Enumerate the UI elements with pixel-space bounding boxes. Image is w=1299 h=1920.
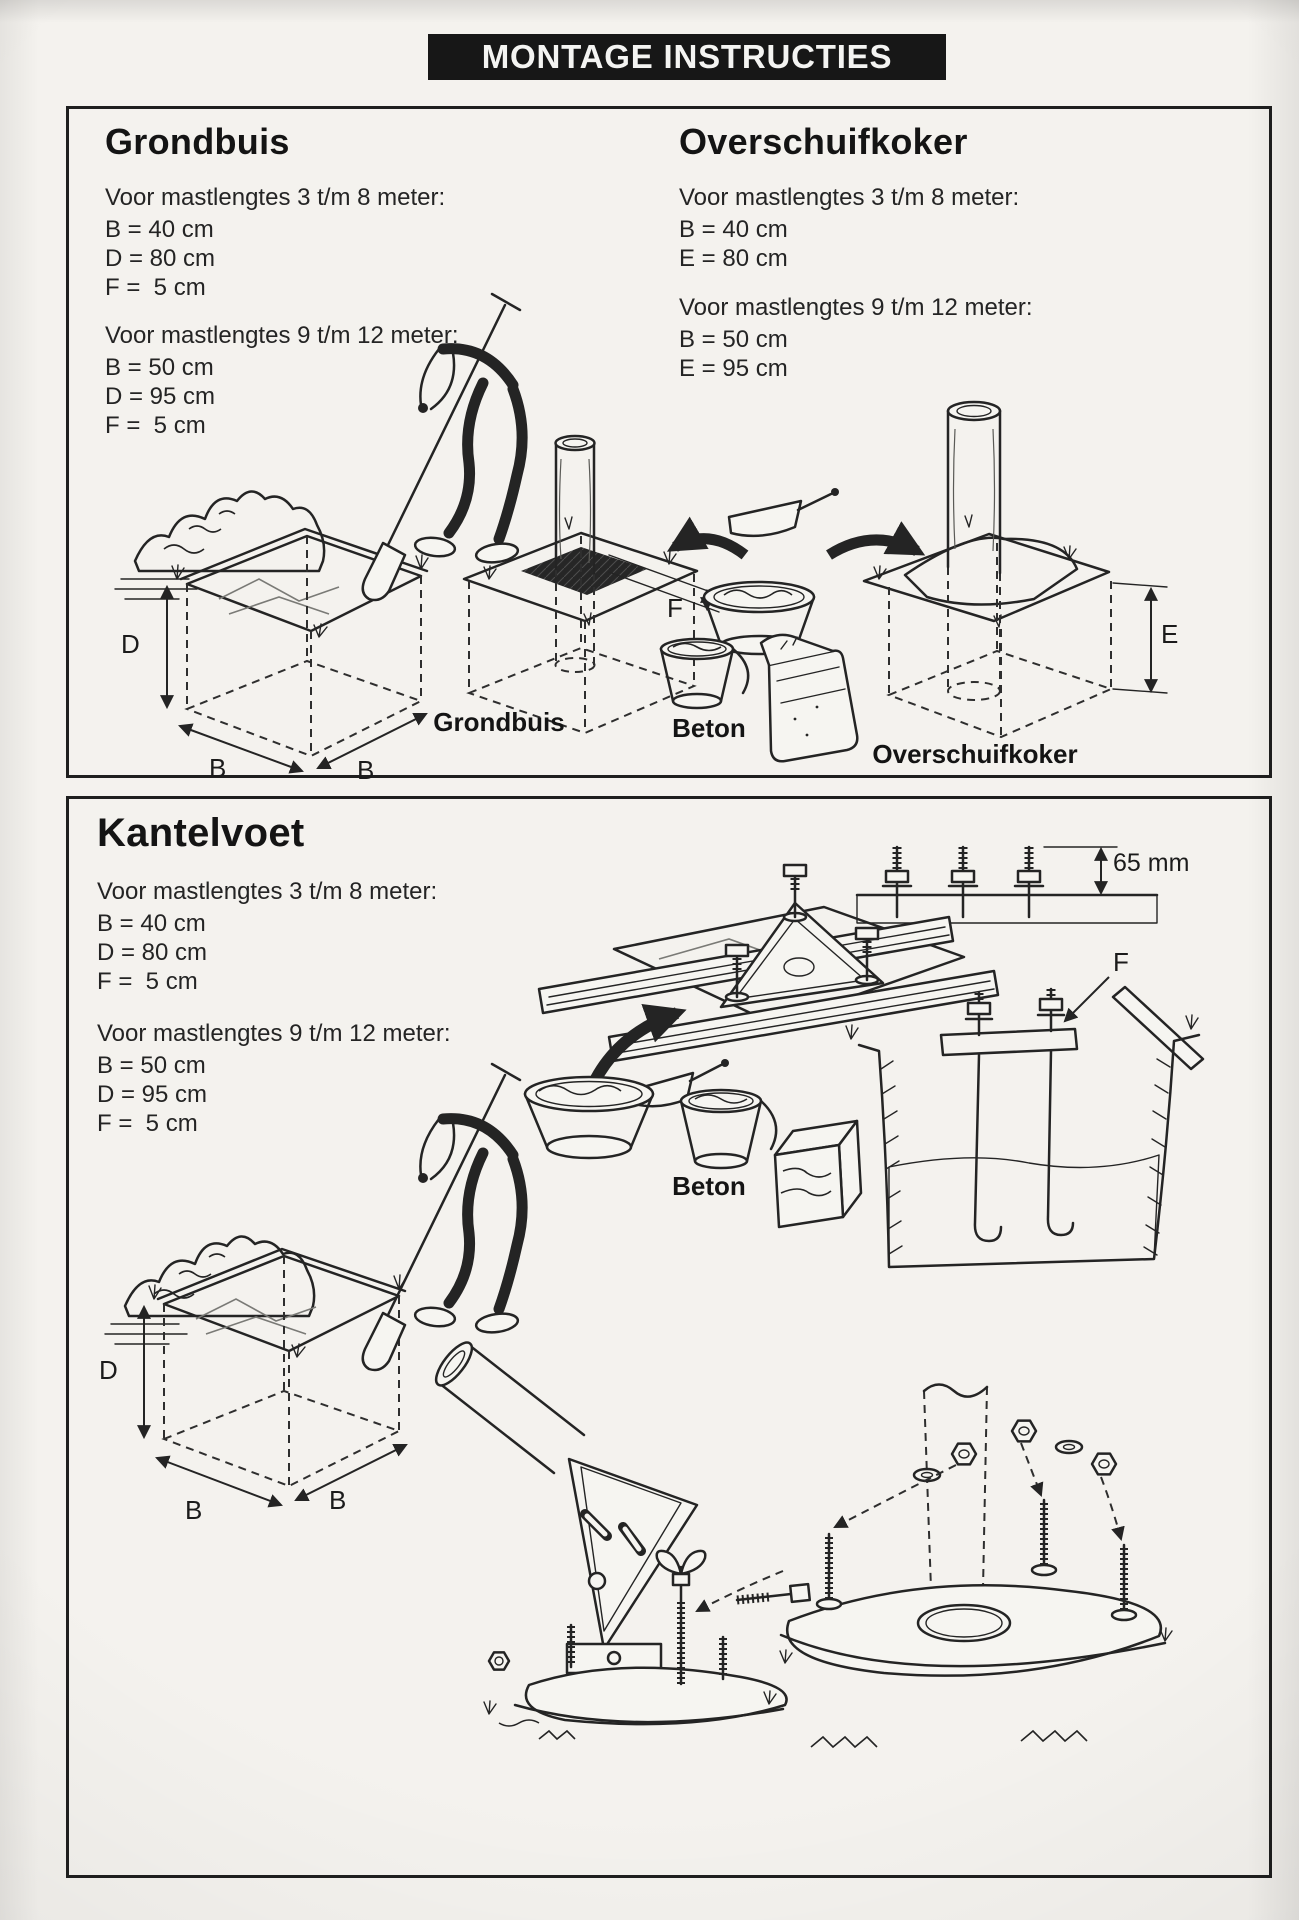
page-title: MONTAGE INSTRUCTIES	[481, 38, 893, 75]
template-bolts	[724, 863, 880, 1003]
spec-line: B = 40 cm	[97, 910, 206, 937]
dim-label-b-left: B	[209, 753, 227, 783]
dim-label-65mm: 65 mm	[1113, 849, 1190, 877]
dim-label-b-right: B	[357, 755, 375, 785]
spec-line: B = 40 cm	[679, 216, 788, 243]
anchor-bolts	[881, 845, 1045, 919]
kantelvoet-illustration	[104, 845, 1205, 1749]
concrete-block-drawing	[773, 1119, 863, 1229]
spec-line: F = 5 cm	[105, 412, 206, 439]
grass-tufts	[483, 516, 677, 626]
overschuifkoker-heading: Overschuifkoker	[679, 121, 968, 162]
spec-title: Voor mastlengtes 3 t/m 8 meter:	[97, 878, 438, 905]
spec-line: F = 5 cm	[97, 1110, 198, 1137]
grondbuis-spec-small: Voor mastlengtes 3 t/m 8 meter: B = 40 c…	[105, 183, 445, 302]
dim-label-f: F	[1113, 947, 1129, 977]
dim-label-e: E	[1161, 619, 1179, 649]
grondbuis-caption: Grondbuis	[433, 707, 565, 737]
threaded-studs	[815, 1498, 1138, 1622]
beton-caption: Beton	[672, 713, 746, 743]
grondbuis-spec-large: Voor mastlengtes 9 t/m 12 meter: B = 50 …	[105, 321, 459, 440]
trowel-drawing	[727, 488, 839, 538]
grass-tufts	[845, 1014, 1199, 1040]
grondbuis-overschuifkoker-illustration	[114, 292, 1168, 774]
spec-line: B = 50 cm	[97, 1052, 206, 1079]
kantelvoet-spec-small: Voor mastlengtes 3 t/m 8 meter: B = 40 c…	[97, 877, 437, 996]
overschuifkoker-caption: Overschuifkoker	[872, 739, 1078, 769]
beton-caption: Beton	[672, 1171, 746, 1201]
spec-title: Voor mastlengtes 9 t/m 12 meter:	[97, 1020, 451, 1047]
grondbuis-overschuifkoker-section: Grondbuis Voor mastlengtes 3 t/m 8 meter…	[66, 106, 1272, 785]
concrete-tools-drawing	[523, 1075, 863, 1229]
dim-label-d: D	[99, 1355, 118, 1385]
curved-arrow-left	[666, 516, 749, 560]
kantelvoet-heading: Kantelvoet	[97, 811, 305, 855]
spec-title: Voor mastlengtes 3 t/m 8 meter:	[679, 184, 1020, 211]
bucket-drawing	[659, 637, 750, 710]
title-bar: MONTAGE INSTRUCTIES	[428, 34, 946, 80]
spec-line: D = 95 cm	[105, 383, 216, 410]
j-bolts	[964, 987, 1075, 1243]
grass-tufts	[779, 1627, 1173, 1664]
digging-person-drawing	[361, 292, 528, 602]
spec-line: F = 5 cm	[105, 274, 206, 301]
grondbuis-heading: Grondbuis	[105, 121, 290, 162]
overschuifkoker-spec-small: Voor mastlengtes 3 t/m 8 meter: B = 40 c…	[679, 183, 1019, 273]
spec-title: Voor mastlengtes 9 t/m 12 meter:	[679, 294, 1033, 321]
spec-line: B = 50 cm	[105, 354, 214, 381]
kantelvoet-spec-large: Voor mastlengtes 9 t/m 12 meter: B = 50 …	[97, 1019, 451, 1138]
grass-tufts	[873, 514, 1077, 628]
kantelvoet-section: Kantelvoet Voor mastlengtes 3 t/m 8 mete…	[66, 796, 1272, 1878]
curved-arrow-right	[826, 521, 926, 560]
spec-line: B = 50 cm	[679, 326, 788, 353]
grass-tufts	[148, 1274, 407, 1358]
spec-line: F = 5 cm	[97, 968, 198, 995]
bucket-drawing	[679, 1088, 778, 1170]
spec-line: E = 80 cm	[679, 245, 788, 272]
spec-title: Voor mastlengtes 3 t/m 8 meter:	[105, 184, 446, 211]
grondbuis-tube-drawing	[462, 434, 720, 735]
concrete-tools-drawing	[659, 488, 926, 763]
spec-title: Voor mastlengtes 9 t/m 12 meter:	[105, 322, 459, 349]
dim-label-d: D	[121, 629, 140, 659]
kantelvoet-base-nuts-drawing	[538, 1383, 1173, 1749]
overschuifkoker-tube-drawing	[862, 400, 1168, 739]
dim-label-b-right: B	[329, 1485, 347, 1515]
kantelvoet-assembly-drawing	[434, 1341, 812, 1727]
overschuifkoker-spec-large: Voor mastlengtes 9 t/m 12 meter: B = 50 …	[679, 293, 1033, 383]
dug-hole-drawing	[114, 490, 429, 774]
anchor-bolt-depth-drawing	[855, 845, 1159, 924]
dim-label-f: F	[667, 593, 683, 623]
grass-tufts	[171, 554, 429, 638]
spec-line: E = 95 cm	[679, 355, 788, 382]
cement-bag-drawing	[759, 633, 859, 763]
spec-line: B = 40 cm	[105, 216, 214, 243]
grass-tufts	[483, 1690, 777, 1715]
bolt-template-on-planks-drawing	[537, 863, 1000, 1108]
spec-line: D = 80 cm	[105, 245, 216, 272]
flying-nuts-washers	[912, 1419, 1118, 1483]
pit-cross-section-drawing	[845, 976, 1205, 1269]
spec-line: D = 95 cm	[97, 1081, 208, 1108]
digging-person-drawing	[361, 1062, 528, 1372]
spec-line: D = 80 cm	[97, 939, 208, 966]
dim-label-b-left: B	[185, 1495, 203, 1525]
pit-wall-hatch	[880, 1058, 1171, 1256]
mortar-tub-drawing	[523, 1075, 655, 1160]
dug-hole-drawing	[104, 1235, 408, 1508]
